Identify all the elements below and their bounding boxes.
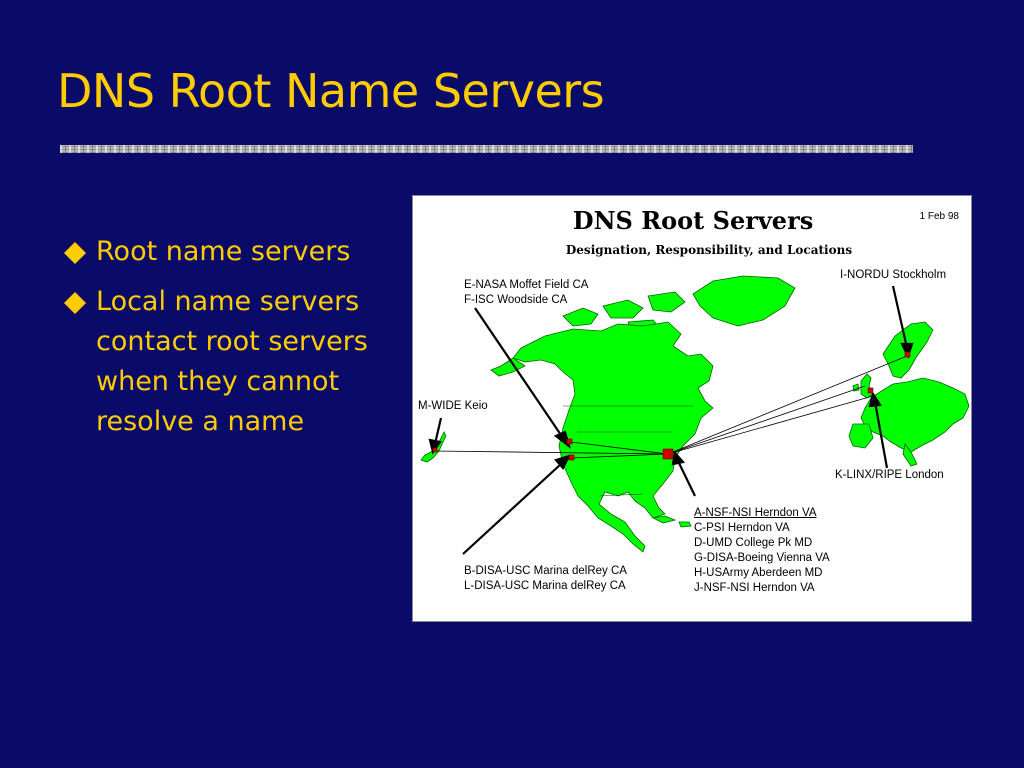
country-borders	[563, 405, 693, 497]
label-disa-group: B-DISA-USC Marina delRey CA L-DISA-USC M…	[464, 564, 627, 594]
label-line: L-DISA-USC Marina delRey CA	[464, 580, 626, 592]
slide-title: DNS Root Name Servers	[57, 64, 605, 118]
label-line: C-PSI Herndon VA	[694, 522, 790, 534]
british-isles-shape	[852, 373, 874, 399]
diamond-bullet-icon	[64, 242, 86, 264]
bullet-text: Root name servers	[96, 236, 351, 267]
label-line: A-NSF-NSI Herndon VA	[694, 507, 817, 519]
world-map-graphic	[420, 275, 970, 555]
connection-lines	[434, 355, 908, 459]
label-line: H-USArmy Aberdeen MD	[694, 567, 823, 579]
label-line: E-NASA Moffet Field CA	[464, 279, 589, 291]
marker-marina	[568, 454, 575, 461]
label-linx: K-LINX/RIPE London	[835, 469, 944, 481]
bullet-item: Root name servers	[60, 232, 410, 272]
server-markers	[432, 351, 911, 461]
label-wide: M-WIDE Keio	[418, 400, 488, 412]
marker-moffett	[566, 438, 573, 445]
label-nordu: I-NORDU Stockholm	[840, 269, 947, 281]
caribbean-shape	[651, 515, 692, 528]
bullet-list: Root name servers Local name servers con…	[60, 232, 410, 452]
label-line: F-ISC Woodside CA	[464, 294, 568, 306]
north-america-shape	[512, 321, 714, 553]
pointer-arrows	[428, 285, 914, 555]
marker-east-coast	[662, 448, 674, 460]
label-line: G-DISA-Boeing Vienna VA	[694, 552, 830, 564]
label-line: B-DISA-USC Marina delRey CA	[464, 565, 627, 577]
alaska-shape	[490, 357, 526, 377]
root-servers-map: DNS Root Servers Designation, Responsibi…	[412, 195, 972, 622]
bullet-item: Local name servers contact root servers …	[60, 282, 410, 442]
label-line: D-UMD College Pk MD	[694, 537, 813, 549]
map-title: DNS Root Servers	[572, 206, 814, 235]
greenland-shape	[692, 275, 796, 327]
iberia-shape	[848, 423, 918, 467]
marker-london	[867, 387, 874, 394]
map-date: 1 Feb 98	[919, 211, 959, 222]
marker-stockholm	[904, 351, 911, 358]
diamond-bullet-icon	[64, 292, 86, 314]
label-east-coast-group: A-NSF-NSI Herndon VA C-PSI Herndon VA D-…	[694, 506, 830, 596]
bullet-text: Local name servers contact root servers …	[96, 286, 368, 437]
map-subtitle: Designation, Responsibility, and Locatio…	[565, 243, 853, 257]
label-nasa-group: E-NASA Moffet Field CA F-ISC Woodside CA	[464, 278, 588, 308]
title-divider	[60, 145, 913, 153]
marker-keio	[432, 447, 438, 453]
label-line: J-NSF-NSI Herndon VA	[694, 582, 815, 594]
